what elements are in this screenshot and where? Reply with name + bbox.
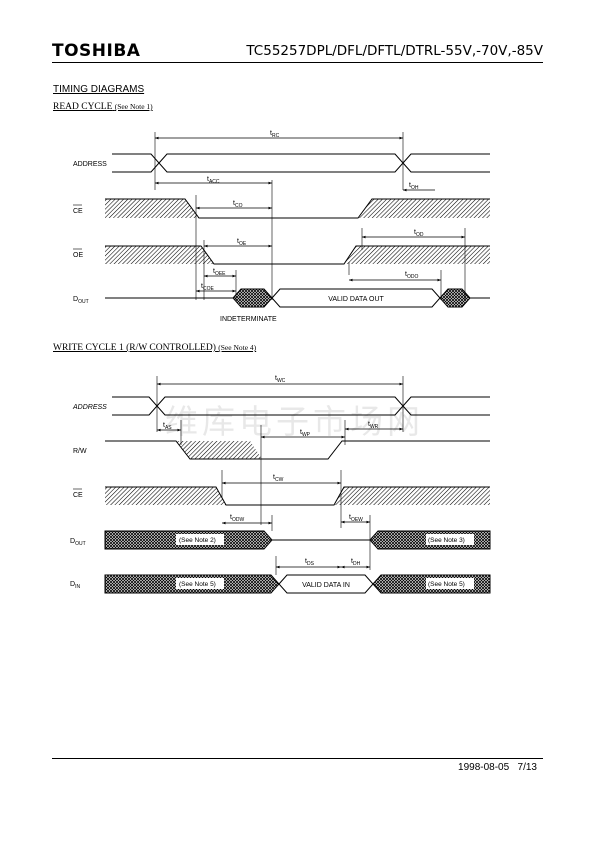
- write-guide-lines: [156, 376, 404, 575]
- t-acc-label: tACC: [207, 176, 220, 185]
- din-label: DIN: [70, 581, 80, 590]
- footer-date: 1998-08-05: [458, 762, 510, 773]
- read-cycle-title: READ CYCLE (See Note 1): [53, 102, 153, 112]
- read-oe-waveform: [105, 245, 490, 265]
- footer-page: 7/13: [517, 762, 537, 773]
- part-number: TC55257DPL/DFL/DFTL/DTRL-55V,-70V,-85V: [246, 43, 543, 59]
- read-signal-labels: ADDRESS CE OE DOUT: [73, 161, 107, 305]
- see-note-5-left: (See Note 5): [179, 581, 216, 588]
- indeterminate-label: INDETERMINATE: [220, 316, 277, 323]
- t-wr-label: tWR: [368, 421, 379, 430]
- ce-label: CE: [73, 208, 83, 215]
- read-cycle-diagram: ADDRESS CE OE DOUT VALID DATA OUT INDETE…: [73, 130, 490, 323]
- write-cycle-title: WRITE CYCLE 1 (R/W CONTROLLED) (See Note…: [53, 343, 257, 353]
- read-address-waveform: [112, 153, 490, 173]
- header-rule: [52, 62, 543, 63]
- see-note-5-right: (See Note 5): [428, 581, 465, 588]
- valid-data-in-label: VALID DATA IN: [302, 582, 350, 589]
- write-signal-labels: ADDRESS R/W CE DOUT DIN: [70, 404, 107, 590]
- rw-label: R/W: [73, 448, 87, 455]
- write-ce-label: CE: [73, 492, 83, 499]
- read-timing-arrows: [155, 136, 465, 293]
- t-od-label: tOD: [414, 229, 424, 238]
- t-ds-label: tDS: [305, 558, 315, 567]
- dout-label: DOUT: [73, 296, 89, 305]
- see-note-2: (See Note 2): [179, 537, 216, 544]
- read-timing-labels: tRC tACC tOH tCO tOD tOE tOEE tODO tCOE: [201, 130, 424, 292]
- watermark: 维库电子市场网: [165, 402, 424, 441]
- write-timing-arrows: [157, 382, 403, 569]
- section-title: TIMING DIAGRAMS: [53, 84, 145, 95]
- write-timing-labels: tWC tAS tWR tWP tCW tODW tOEW tDS tDH: [163, 375, 379, 567]
- t-odw-label: tODW: [230, 514, 244, 523]
- t-oee-label: tOEE: [213, 268, 226, 277]
- t-odo-label: tODO: [405, 271, 418, 280]
- write-cycle-diagram: ADDRESS R/W CE DOUT DIN (See Note 2) (Se…: [70, 375, 491, 594]
- t-coe-label: tCOE: [201, 283, 214, 292]
- write-ce-waveform: [105, 486, 490, 506]
- t-wp-label: tWP: [300, 429, 311, 438]
- footer-rule: [52, 758, 543, 759]
- write-dout-waveform: (See Note 2) (See Note 3): [104, 530, 491, 550]
- t-dh-label: tDH: [351, 558, 361, 567]
- t-wc-label: tWC: [275, 375, 286, 384]
- t-as-label: tAS: [163, 422, 172, 431]
- toshiba-logo: TOSHIBA: [52, 41, 141, 61]
- oe-label: OE: [73, 252, 83, 259]
- footer: 1998-08-05 7/13: [458, 762, 537, 773]
- t-cw-label: tCW: [273, 474, 284, 483]
- read-ce-waveform: [105, 198, 490, 219]
- read-dout-waveform: VALID DATA OUT: [105, 288, 490, 308]
- valid-data-out-label: VALID DATA OUT: [328, 296, 384, 303]
- din-waveform: (See Note 5) VALID DATA IN (See Note 5): [104, 574, 491, 594]
- t-oew-label: tOEW: [349, 514, 363, 523]
- write-dout-label: DOUT: [70, 538, 86, 547]
- see-note-3: (See Note 3): [428, 537, 465, 544]
- rw-waveform: [105, 440, 490, 460]
- address-label: ADDRESS: [73, 161, 107, 168]
- t-oe-label: tOE: [237, 238, 247, 247]
- t-rc-label: tRC: [270, 130, 280, 139]
- t-oh-label: tOH: [409, 182, 419, 191]
- write-address-label: ADDRESS: [72, 404, 107, 411]
- t-co-label: tCO: [233, 200, 243, 209]
